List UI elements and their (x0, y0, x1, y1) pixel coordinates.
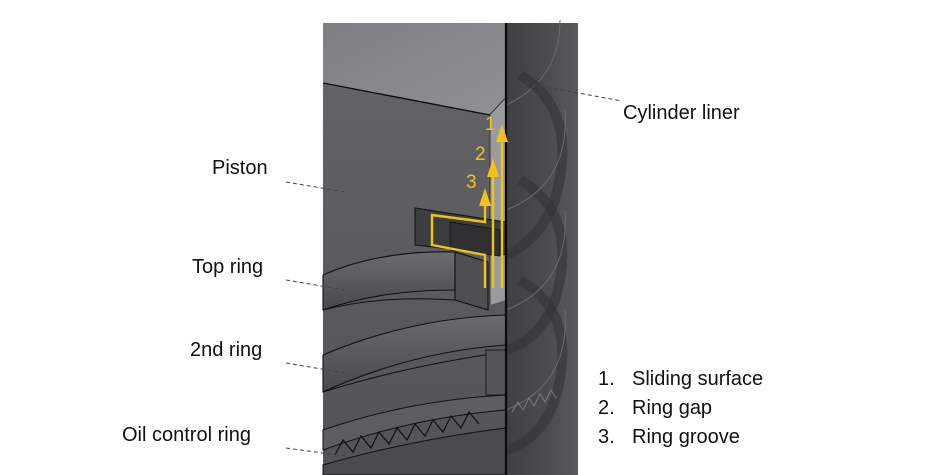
path-marker-3: 3 (466, 172, 477, 193)
arrow-ring-groove (430, 188, 491, 288)
label-piston: Piston (212, 157, 268, 179)
legend: 1. Sliding surface 2. Ring gap 3. Ring g… (598, 365, 763, 452)
legend-text: Ring gap (632, 397, 713, 419)
leader-top-ring (285, 279, 346, 291)
arrow-ring-gap (487, 158, 499, 288)
legend-item: 3. Ring groove (598, 423, 763, 452)
arrow-sliding-surface (496, 124, 508, 288)
legend-text: Sliding surface (632, 368, 764, 390)
label-oil-control-ring: Oil control ring (122, 424, 251, 446)
top-ring (322, 251, 489, 311)
leader-piston (285, 181, 346, 193)
legend-number: 3. (598, 426, 615, 448)
leader-second-ring (285, 362, 346, 374)
path-marker-2: 2 (475, 144, 486, 165)
legend-text: Ring groove (632, 426, 740, 448)
leader-lines (285, 80, 623, 457)
label-cylinder-liner: Cylinder liner (623, 102, 740, 124)
leakage-paths: 1 2 3 (430, 114, 508, 288)
legend-item: 1. Sliding surface (598, 365, 763, 394)
label-top-ring: Top ring (192, 256, 264, 278)
leader-oil-ring (285, 447, 346, 457)
legend-item: 2. Ring gap (598, 394, 763, 423)
leader-cylinder-liner (511, 80, 623, 102)
label-second-ring: 2nd ring (190, 339, 263, 361)
path-marker-1: 1 (485, 114, 496, 135)
legend-number: 2. (598, 397, 615, 419)
cylinder-liner (503, 19, 578, 475)
legend-number: 1. (598, 368, 615, 390)
